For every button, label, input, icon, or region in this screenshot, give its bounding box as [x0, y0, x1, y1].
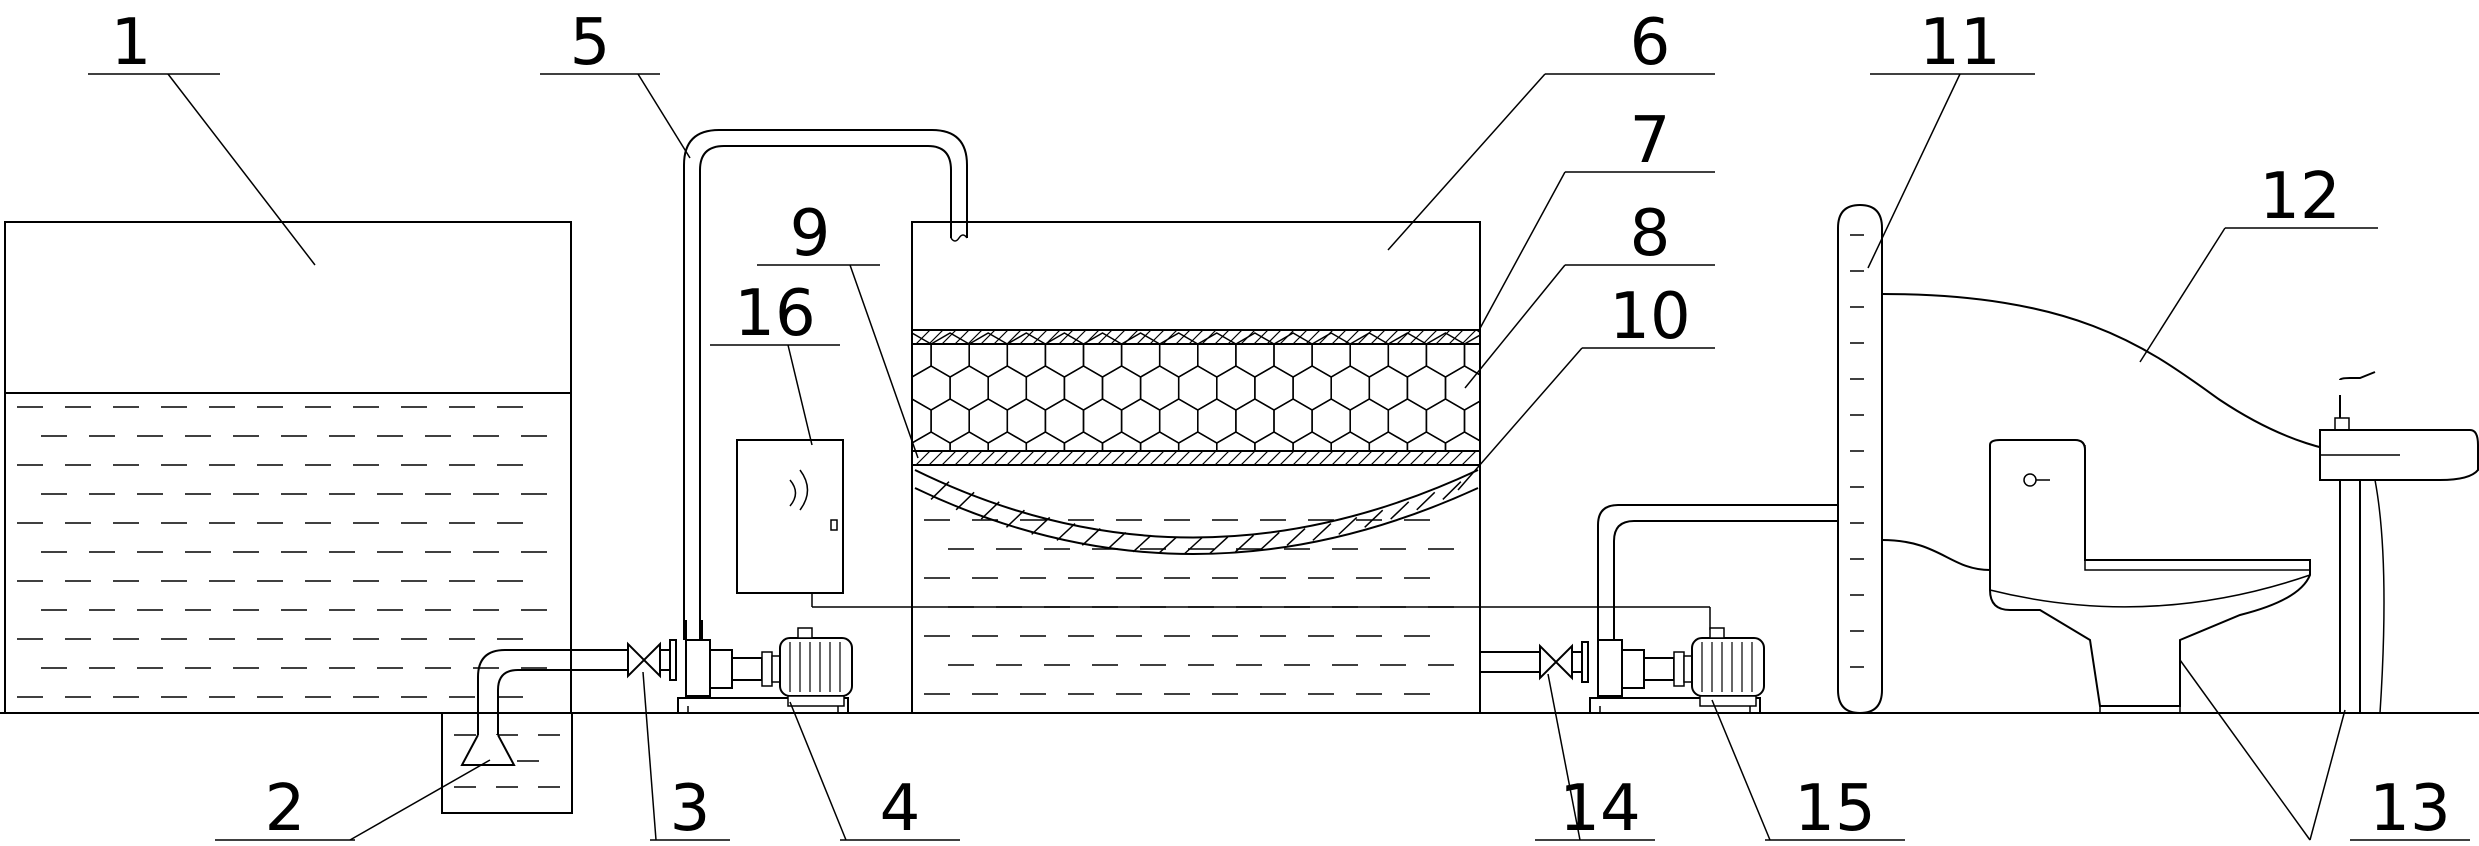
- water-column-11: [1837, 203, 1883, 715]
- toilet-13: [1989, 439, 2311, 714]
- control-box-16: [736, 439, 1711, 630]
- intake-pipe: [460, 649, 628, 766]
- callout-9: 9: [790, 197, 831, 271]
- callout-3: 3: [670, 772, 711, 846]
- hatched-layer-9: [915, 450, 1477, 466]
- curved-plate-10: [930, 481, 1462, 555]
- callout-4: 4: [880, 772, 921, 846]
- callout-12: 12: [2259, 160, 2340, 234]
- outlet-pipe: [1480, 651, 1540, 673]
- leader-lines: [88, 73, 2470, 841]
- callout-15: 15: [1794, 772, 1875, 846]
- callout-16: 16: [734, 277, 815, 351]
- column-water-dashes: [1850, 234, 1864, 668]
- pump-15: [1589, 620, 1765, 714]
- pump-4: [677, 620, 853, 714]
- callout-13: 13: [2369, 772, 2450, 846]
- honeycomb-media-8: [912, 332, 1480, 451]
- sink-13: [2319, 371, 2479, 714]
- tank6-water-dashes: [924, 519, 1454, 695]
- callout-10: 10: [1609, 280, 1690, 354]
- callout-14: 14: [1559, 772, 1640, 846]
- callout-11: 11: [1919, 6, 2000, 80]
- callout-6: 6: [1630, 6, 1671, 80]
- callout-5: 5: [570, 6, 611, 80]
- callout-1: 1: [111, 6, 152, 80]
- filter-tank-6: [911, 221, 1481, 714]
- callout-2: 2: [265, 772, 306, 846]
- valve-3: [627, 639, 677, 681]
- tank1-water-dashes: [17, 406, 547, 698]
- valve-14: [1539, 641, 1589, 683]
- raw-water-tank: [4, 221, 572, 714]
- supply-pipe: [1597, 504, 1838, 630]
- callout-labels: 1 2 3 4 5 6 7 8 9 10 11 12 13 14 15 16: [111, 6, 2451, 846]
- callout-8: 8: [1630, 197, 1671, 271]
- callout-7: 7: [1630, 104, 1671, 178]
